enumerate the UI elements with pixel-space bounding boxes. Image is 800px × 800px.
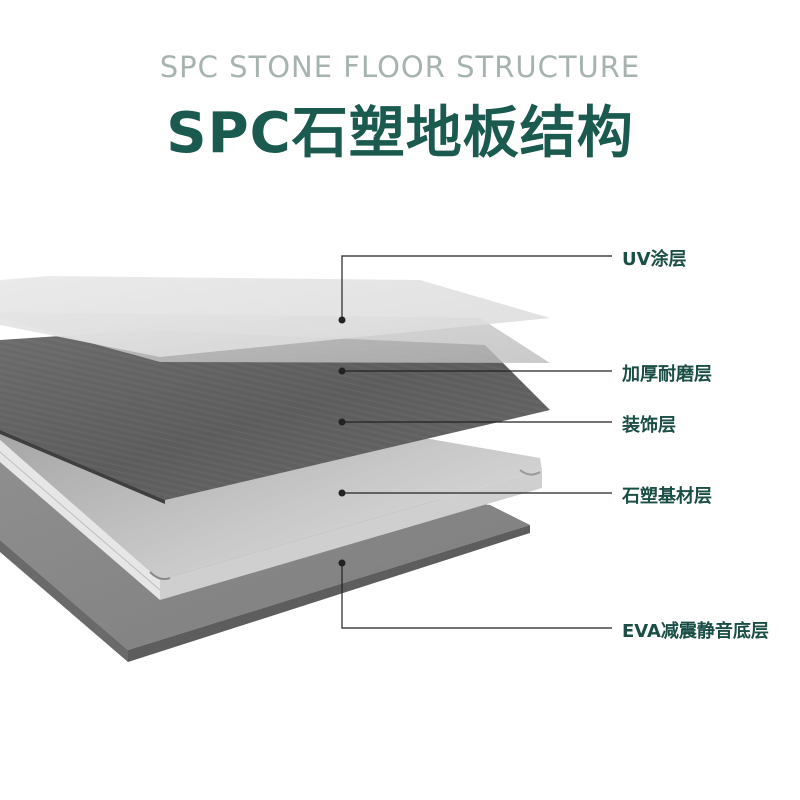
dot-eva: [338, 559, 346, 567]
label-core: 石塑基材层: [622, 486, 712, 507]
dot-core: [338, 489, 346, 497]
label-wear: 加厚耐磨层: [622, 364, 712, 385]
label-uv: UV涂层: [622, 249, 687, 270]
subtitle: SPC STONE FLOOR STRUCTURE: [159, 50, 641, 84]
dot-uv: [338, 316, 346, 324]
leader-dots: [338, 316, 346, 567]
label-decor: 装饰层: [622, 415, 676, 436]
leader-eva: [341, 563, 612, 629]
leader-uv: [341, 255, 612, 320]
leaders: [341, 255, 612, 629]
uv-layer: [0, 276, 550, 357]
label-eva: EVA减震静音底层: [622, 621, 769, 642]
page-title: SPC石塑地板结构: [166, 101, 634, 166]
dot-wear: [338, 367, 346, 375]
dot-decor: [338, 418, 346, 426]
decor-layer: [0, 330, 550, 504]
